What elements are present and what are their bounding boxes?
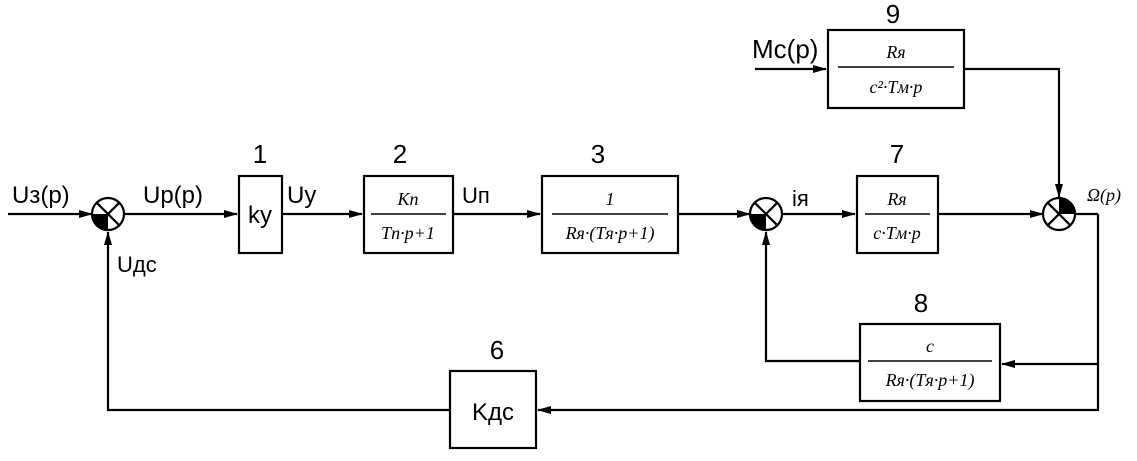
block-9-numerator: Rя — [885, 42, 905, 62]
block-2-denominator: Tп·p+1 — [381, 223, 435, 243]
block-1-number: 1 — [253, 139, 267, 169]
block-8-denominator: Rя·(Tя·p+1) — [885, 370, 975, 391]
arrow-to-sum1 — [104, 231, 450, 412]
signal-output-label: Ω(p) — [1087, 185, 1121, 206]
block-6 — [448, 369, 538, 450]
block-8 — [858, 322, 1002, 403]
signal-converter-label: Uп — [462, 183, 490, 208]
block-9-denominator: c²·Tм·p — [870, 77, 923, 97]
block-3-denominator: Rя·(Tя·p+1) — [565, 223, 655, 244]
block-9 — [826, 28, 966, 110]
block-1-gain: ky — [248, 202, 272, 229]
block-2-number: 2 — [393, 139, 407, 169]
block-3-numerator: 1 — [606, 189, 615, 209]
load-torque-label: Mc(p) — [752, 34, 818, 64]
signal-current-label: iя — [792, 186, 809, 211]
block-1 — [237, 174, 284, 255]
block-7-number: 7 — [890, 139, 904, 169]
block-6-gain: Kдс — [472, 399, 514, 426]
block-7-numerator: Rя — [886, 189, 906, 209]
block-2-numerator: Kп — [396, 189, 418, 209]
summing-junction-1 — [90, 196, 126, 232]
block-9-number: 9 — [886, 0, 900, 29]
block-6-number: 6 — [490, 335, 504, 365]
block-8-numerator: c — [926, 336, 934, 356]
signal-feedback-label: Uдс — [117, 252, 157, 277]
main-feedback-path — [537, 214, 1100, 414]
signal-input-label: Uз(p) — [12, 182, 70, 209]
signal-regulator-label: Up(p) — [143, 182, 203, 209]
arrow-block9-to-sum3 — [964, 67, 1063, 198]
internal-feedback-path — [762, 231, 860, 363]
block-3-number: 3 — [591, 139, 605, 169]
signal-control-label: Uy — [287, 182, 316, 209]
block-7-denominator: c·Tм·p — [873, 223, 921, 243]
summing-junction-3 — [1041, 196, 1077, 232]
summing-junction-2 — [748, 196, 784, 232]
block-8-number: 8 — [914, 288, 928, 318]
